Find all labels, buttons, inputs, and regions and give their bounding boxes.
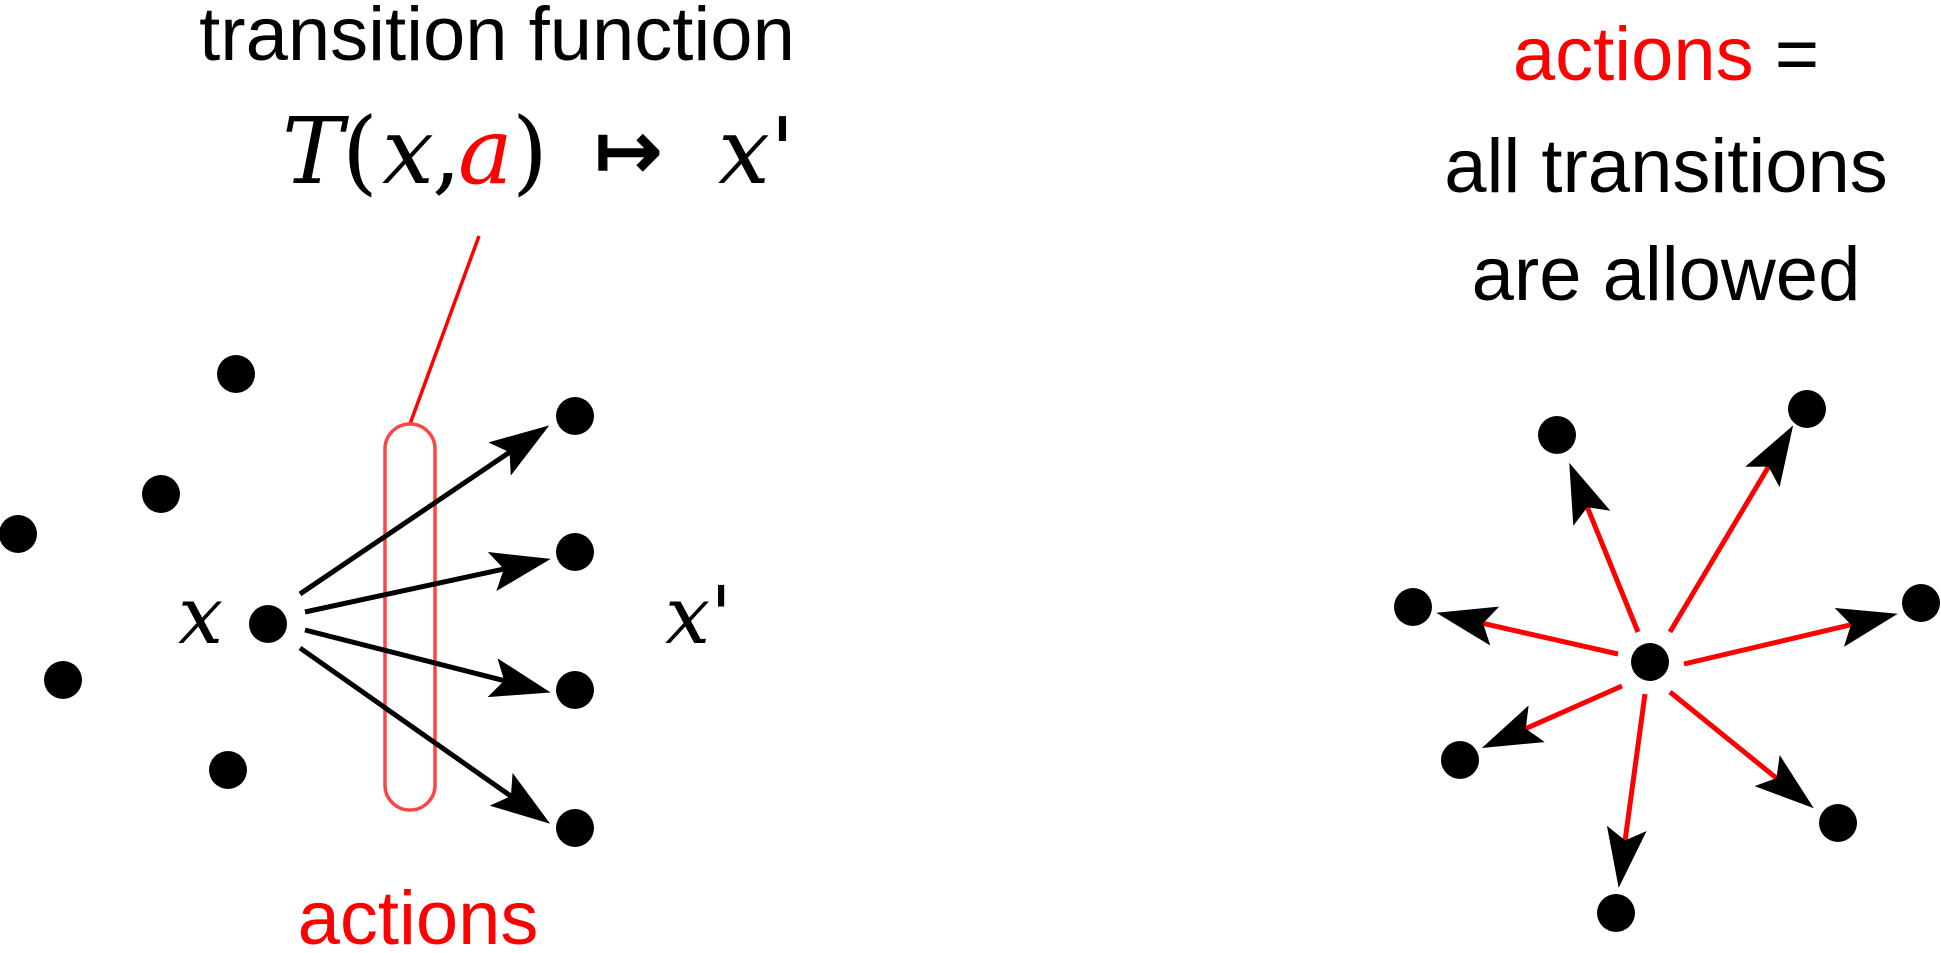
formula-T: T <box>282 98 349 205</box>
state-dot <box>209 751 247 789</box>
left-panel: transition function T ( x , a ) ↦ x' x <box>0 0 795 953</box>
state-dot <box>217 355 255 393</box>
transition-arrow <box>298 645 551 824</box>
state-dot <box>0 515 37 553</box>
allowed-transition-arrow <box>1668 690 1814 809</box>
actions-highlight-capsule <box>383 422 437 812</box>
formula-a: a <box>458 98 513 205</box>
target-state-dot <box>1597 894 1635 932</box>
actions-label: actions <box>298 876 539 953</box>
allowed-transition-arrow <box>1481 683 1624 749</box>
formula-close-paren: ) <box>512 98 548 205</box>
action-pointer-line <box>408 235 481 425</box>
formula-mapsto: ↦ <box>595 106 662 195</box>
formula-open-paren: ( <box>342 98 378 205</box>
transition-arrows <box>298 425 551 824</box>
target-states <box>1394 390 1940 932</box>
target-state-dot <box>1819 804 1857 842</box>
target-state-dot <box>1902 584 1940 622</box>
next-state-label: x' <box>665 569 732 662</box>
current-state-dot <box>249 605 287 643</box>
other-states <box>0 355 255 789</box>
allowed-transition-arrows <box>1436 425 1898 888</box>
right-heading-equals: = <box>1754 12 1820 97</box>
transition-formula: T ( x , a ) ↦ x' <box>282 98 795 205</box>
target-state-dot <box>1394 588 1432 626</box>
transition-arrow <box>298 425 550 597</box>
center-state-dot <box>1631 643 1669 681</box>
formula-result: x' <box>718 98 795 205</box>
allowed-transition-arrow <box>1667 425 1794 634</box>
allowed-transition-arrow <box>1569 462 1641 633</box>
next-states <box>556 397 594 847</box>
state-dot <box>44 661 82 699</box>
transition-arrow <box>304 552 551 615</box>
current-state-label: x <box>178 569 223 662</box>
right-panel: actions = all transitions are allowed <box>1394 12 1940 932</box>
allowed-transition-arrow <box>1606 693 1648 888</box>
right-heading-line1: actions = <box>1513 12 1819 97</box>
next-state-dot <box>556 397 594 435</box>
formula-comma: , <box>432 98 461 205</box>
formula-x: x <box>382 98 434 205</box>
allowed-transition-arrow <box>1683 607 1898 667</box>
next-state-dot <box>556 809 594 847</box>
allowed-transition-arrow <box>1436 606 1619 657</box>
right-heading-line3: are allowed <box>1472 232 1861 317</box>
next-state-dot <box>556 533 594 571</box>
target-state-dot <box>1788 390 1826 428</box>
right-heading-actions-word: actions <box>1513 12 1754 97</box>
next-state-dot <box>556 671 594 709</box>
target-state-dot <box>1441 741 1479 779</box>
state-dot <box>142 475 180 513</box>
right-heading-line2: all transitions <box>1444 124 1888 209</box>
transition-arrow <box>304 627 551 698</box>
transition-function-title: transition function <box>199 0 795 77</box>
target-state-dot <box>1538 416 1576 454</box>
